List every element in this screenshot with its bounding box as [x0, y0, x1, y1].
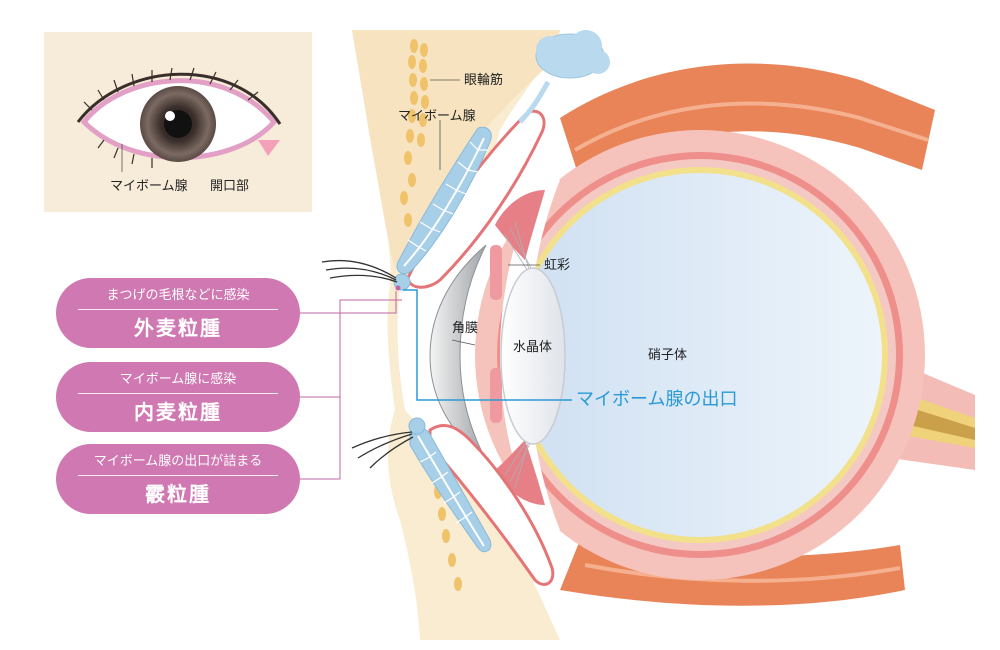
upper-eye-muscle-stripe: [573, 101, 929, 152]
condition-internal-hordeolum: マイボーム腺に感染 内麦粒腫: [56, 362, 300, 432]
condition-divider: [78, 475, 278, 476]
lower-gland-opening: [408, 417, 426, 435]
condition-divider: [78, 309, 278, 310]
label-orbicularis: 眼輪筋: [464, 73, 504, 88]
label-meibomian-opening: マイボーム腺の出口: [576, 389, 738, 410]
condition-external-hordeolum: まつげの毛根などに感染 外麦粒腫: [56, 278, 300, 348]
upper-gland-branches: [407, 141, 488, 252]
eyelash-root-dot: [395, 285, 401, 291]
condition-cause: マイボーム腺の出口が詰まる: [93, 454, 263, 469]
condition-chalazion: マイボーム腺の出口が詰まる 霰粒腫: [56, 444, 300, 514]
label-cornea: 角膜: [452, 321, 479, 336]
upper-gland-stem: [403, 137, 485, 267]
inset-eye-panel: マイボーム腺 開口部: [44, 32, 312, 212]
label-vitreous: 硝子体: [648, 348, 688, 363]
inset-eyelid-line: [76, 72, 282, 125]
lacrimal-gland: [518, 30, 610, 124]
lower-eyelashes: [351, 431, 414, 469]
inset-tear-duct: [258, 140, 280, 156]
lower-eyelid-plate: [428, 424, 555, 586]
leader-lines: [300, 79, 572, 480]
upper-eye-muscle: [560, 63, 935, 180]
label-iris: 虹彩: [544, 258, 571, 273]
iris-lower: [490, 368, 502, 423]
orbicularis-muscle: [400, 39, 462, 591]
lower-gland-branches: [419, 451, 473, 524]
crystalline-lens: [500, 267, 566, 445]
upper-meibomian-gland: [396, 126, 492, 275]
condition-name: 霰粒腫: [145, 482, 211, 506]
iris-upper: [490, 245, 502, 300]
eyelid-skin-upper-fill: [352, 30, 560, 270]
ciliary-body-upper: [495, 190, 545, 260]
condition-cause: マイボーム腺に感染: [119, 372, 237, 387]
lower-eye-muscle-stripe: [584, 563, 901, 583]
inset-eye-drawing: [76, 67, 282, 172]
inset-eyelashes: [83, 67, 259, 168]
condition-name: 内麦粒腫: [134, 400, 222, 424]
upper-eyelashes: [321, 259, 398, 283]
label-lens: 水晶体: [513, 340, 553, 355]
inset-label-opening: 開口部: [210, 179, 250, 194]
anterior-segment: [500, 180, 560, 530]
lower-gland-stem: [417, 435, 485, 547]
inset-highlight: [165, 111, 175, 121]
inset-label-meibomian: マイボーム腺: [110, 179, 188, 194]
condition-name: 外麦粒腫: [134, 316, 222, 340]
vitreous-body: [518, 173, 882, 537]
label-meibomian-gland: マイボーム腺: [398, 109, 476, 124]
condition-divider: [78, 393, 278, 394]
condition-cause: まつげの毛根などに感染: [106, 288, 250, 303]
ciliary-body-lower: [495, 440, 545, 505]
